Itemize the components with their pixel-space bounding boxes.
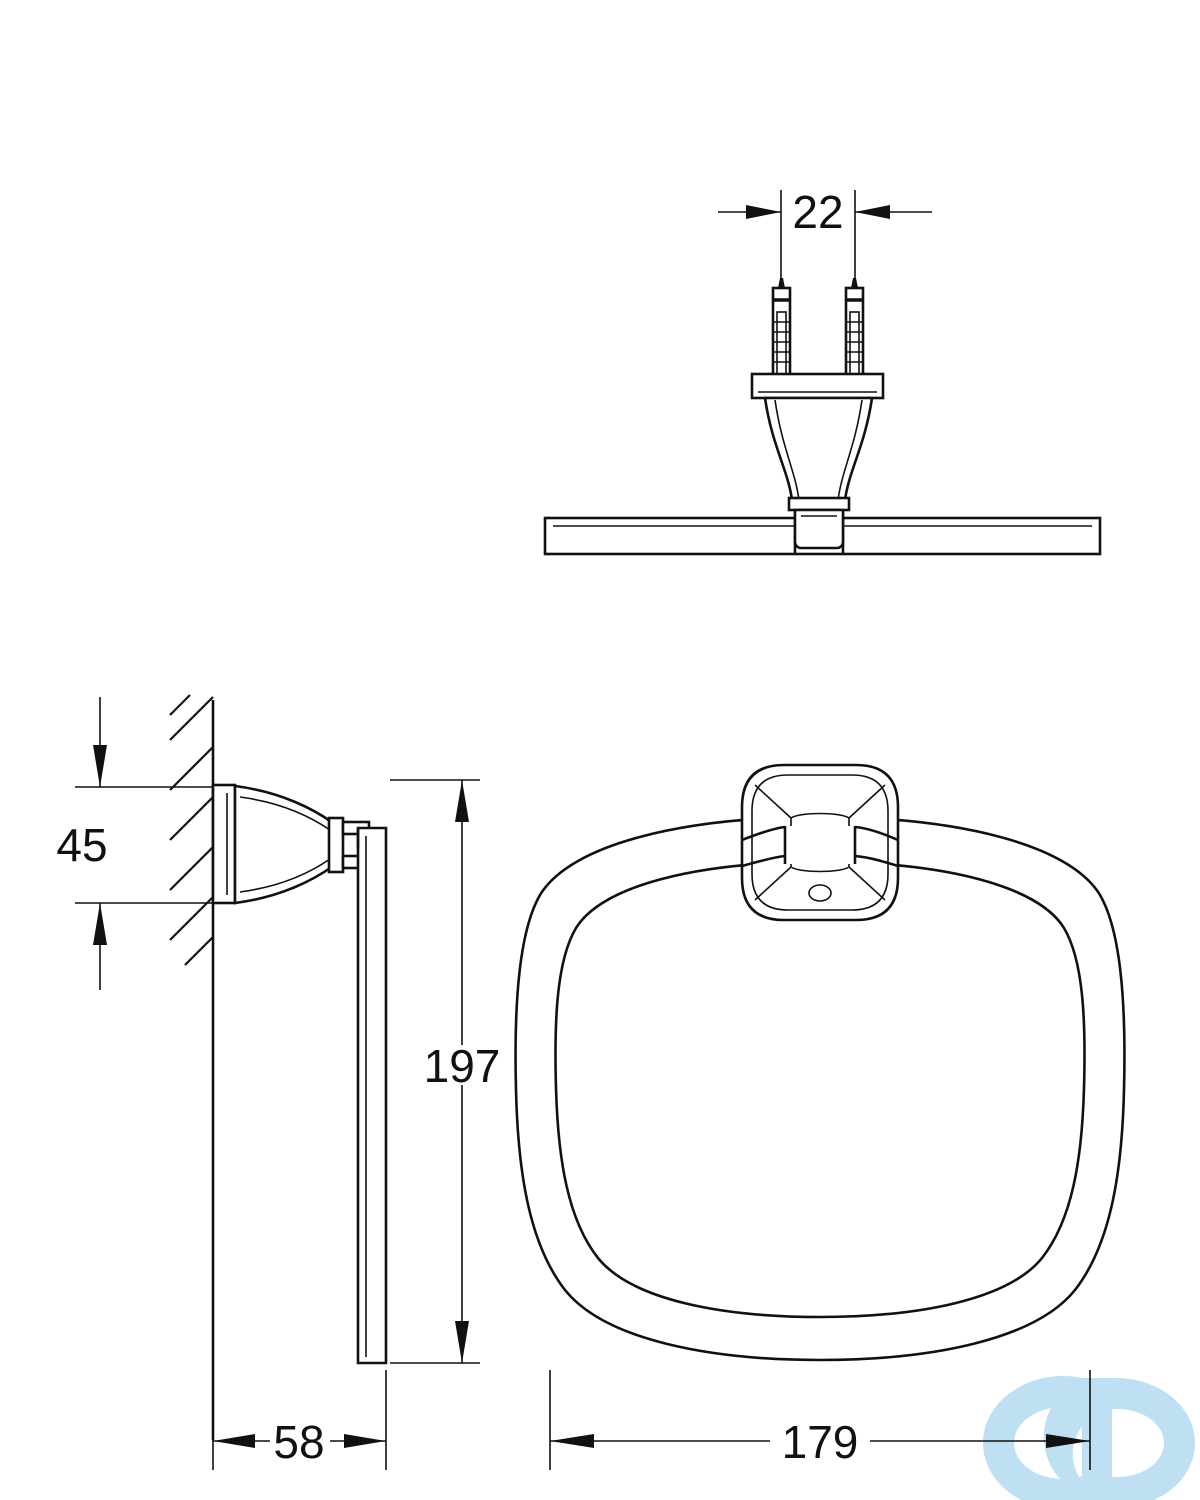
mounting-screw-right [844,278,865,382]
dim-22-arrow-left [746,205,781,219]
wall-plate-top-view [750,372,885,400]
dim-45-label: 45 [56,819,107,871]
bracket-collar-side-view [327,816,371,874]
ring-band-over-rosette [741,825,899,868]
rosette-facet-tl [754,784,792,819]
dim-45-arrow-top [93,745,107,787]
wall-hatching [169,694,214,966]
dim-179-arrow-right [1046,1434,1090,1448]
dim-58-label: 58 [273,1416,324,1468]
front-view-group: 179 [514,763,1126,1470]
cd-logo-watermark [983,1376,1195,1500]
dim-197-arrow-top [455,780,469,822]
ring-inner-contour [554,860,1086,1319]
bracket-cone-side-view [233,784,335,905]
bracket-cone-top-view [763,396,874,502]
dim-179-arrow-left [550,1434,594,1448]
mounting-screw-left [771,278,792,382]
rosette-screw-hole [808,884,832,902]
dim-58-arrow-right [344,1434,386,1448]
dim-197-arrow-bottom [455,1321,469,1363]
top-view-group: 22 [543,186,1102,556]
ring-side-view-bar [356,826,388,1365]
dim-22-label: 22 [792,186,843,238]
side-view-group: 45 [56,694,501,1470]
dim-179-label: 179 [782,1416,859,1468]
wall-plate-side-view [211,783,237,905]
rosette-facet-br [848,866,886,901]
dim-197-label: 197 [424,1040,501,1092]
dim-45-arrow-bottom [93,903,107,945]
rosette-facet-bl [754,866,792,901]
dim-22-arrow-right [855,205,890,219]
dim-58-arrow-left [213,1434,255,1448]
rosette-facet-tr [848,784,886,819]
